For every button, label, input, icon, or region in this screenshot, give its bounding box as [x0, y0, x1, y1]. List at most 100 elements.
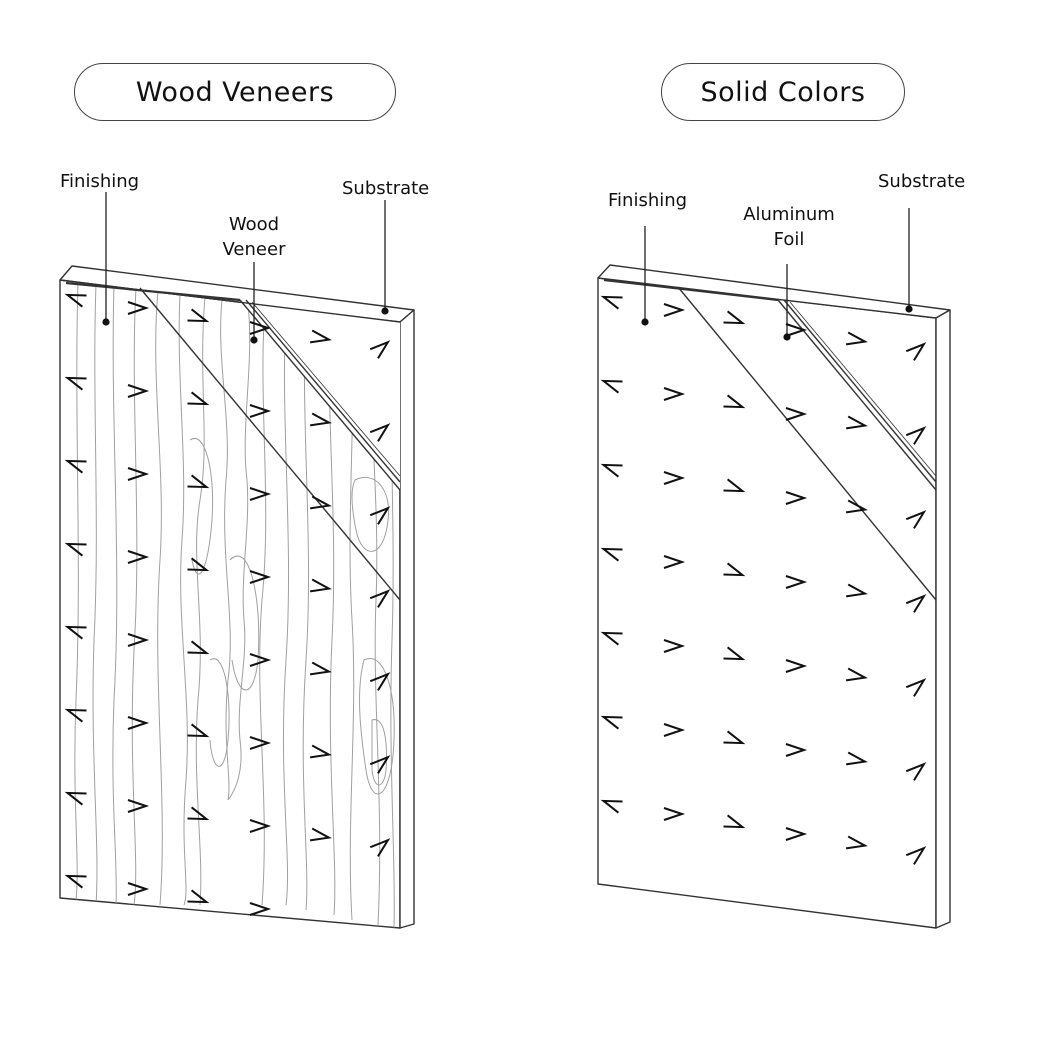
- v-mark-icon: [845, 499, 868, 514]
- v-mark-icon: [127, 301, 150, 315]
- aluminum-foil-label-line2: Foil: [773, 229, 805, 250]
- aluminum-foil-label-line1: Aluminum: [743, 204, 835, 225]
- v-mark-icon: [309, 495, 332, 510]
- v-mark-icon: [663, 555, 686, 569]
- v-mark-icon: [187, 806, 210, 821]
- v-mark-icon: [187, 308, 210, 323]
- v-mark-icon: [845, 331, 868, 346]
- v-mark-icon: [369, 838, 391, 857]
- solid-colors-title: Solid Colors: [661, 63, 905, 121]
- v-mark-icon: [905, 342, 927, 361]
- v-mark-icon: [127, 882, 150, 896]
- v-mark-icon: [309, 578, 332, 593]
- v-mark-icon: [905, 846, 927, 865]
- v-mark-icon: [249, 653, 272, 667]
- solid-callout-dots: [641, 305, 913, 341]
- v-mark-icon: [249, 321, 272, 335]
- solid-panel-side-edge: [935, 309, 951, 929]
- solid-finishing-label: Finishing: [608, 190, 688, 211]
- v-mark-icon: [64, 542, 87, 557]
- v-mark-icon: [369, 589, 391, 608]
- v-mark-icon: [309, 827, 332, 842]
- v-mark-icon: [187, 391, 210, 406]
- v-mark-icon: [369, 340, 391, 359]
- v-mark-icon: [663, 723, 686, 737]
- v-mark-icon: [127, 384, 150, 398]
- v-mark-icon: [785, 491, 808, 505]
- v-mark-icon: [64, 708, 87, 723]
- solid-panel-face: [597, 277, 937, 929]
- v-mark-icon: [249, 404, 272, 418]
- wood-finishing-label: Finishing: [60, 171, 140, 192]
- solid-marks: [600, 295, 927, 865]
- callout-dot: [381, 307, 389, 315]
- v-mark-icon: [369, 755, 391, 774]
- v-mark-icon: [600, 547, 623, 562]
- v-mark-icon: [723, 310, 746, 325]
- v-mark-icon: [64, 459, 87, 474]
- callout-dot: [250, 336, 258, 344]
- v-mark-icon: [64, 874, 87, 889]
- v-mark-icon: [845, 667, 868, 682]
- v-mark-icon: [127, 799, 150, 813]
- wood-marks: [64, 293, 391, 916]
- v-mark-icon: [905, 510, 927, 529]
- v-mark-icon: [249, 570, 272, 584]
- v-mark-icon: [845, 751, 868, 766]
- v-mark-icon: [723, 814, 746, 829]
- aluminum-foil-label: Aluminum Foil: [734, 202, 844, 252]
- v-mark-icon: [785, 323, 808, 337]
- v-mark-icon: [723, 394, 746, 409]
- v-mark-icon: [785, 827, 808, 841]
- wood-veneers-title: Wood Veneers: [74, 63, 396, 121]
- v-mark-icon: [723, 562, 746, 577]
- v-mark-icon: [600, 379, 623, 394]
- v-mark-icon: [905, 678, 927, 697]
- v-mark-icon: [187, 889, 210, 904]
- wood-veneer-label-line2: Veneer: [222, 239, 286, 260]
- v-mark-icon: [723, 478, 746, 493]
- v-mark-icon: [249, 902, 272, 916]
- callout-dot: [102, 318, 110, 326]
- v-mark-icon: [369, 672, 391, 691]
- v-mark-icon: [905, 762, 927, 781]
- callout-dot: [641, 318, 649, 326]
- v-mark-icon: [845, 415, 868, 430]
- v-mark-icon: [600, 631, 623, 646]
- v-mark-icon: [600, 715, 623, 730]
- wood-callout-dots: [102, 307, 389, 344]
- v-mark-icon: [249, 819, 272, 833]
- v-mark-icon: [187, 557, 210, 572]
- wood-veneer-label: Wood Veneer: [214, 212, 294, 262]
- v-mark-icon: [369, 506, 391, 525]
- wood-veneer-label-line1: Wood: [228, 214, 280, 235]
- v-mark-icon: [663, 471, 686, 485]
- v-mark-icon: [127, 716, 150, 730]
- solid-color-panel: [597, 264, 951, 929]
- v-mark-icon: [663, 639, 686, 653]
- wood-veneer-panel: [59, 265, 415, 929]
- v-mark-icon: [663, 303, 686, 317]
- callout-dot: [905, 305, 913, 313]
- wood-substrate-label: Substrate: [342, 178, 430, 199]
- v-mark-icon: [905, 426, 927, 445]
- v-mark-icon: [845, 835, 868, 850]
- v-mark-icon: [64, 625, 87, 640]
- v-mark-icon: [127, 633, 150, 647]
- v-mark-icon: [309, 661, 332, 676]
- v-mark-icon: [64, 791, 87, 806]
- v-mark-icon: [723, 646, 746, 661]
- v-mark-icon: [905, 594, 927, 613]
- v-mark-icon: [309, 329, 332, 344]
- v-mark-icon: [309, 412, 332, 427]
- wood-layer-cuts: [59, 279, 401, 601]
- solid-substrate-label: Substrate: [878, 171, 966, 192]
- v-mark-icon: [785, 659, 808, 673]
- v-mark-icon: [845, 583, 868, 598]
- v-mark-icon: [663, 387, 686, 401]
- v-mark-icon: [249, 736, 272, 750]
- v-mark-icon: [187, 723, 210, 738]
- v-mark-icon: [369, 423, 391, 442]
- wood-callout-lines: [105, 192, 386, 340]
